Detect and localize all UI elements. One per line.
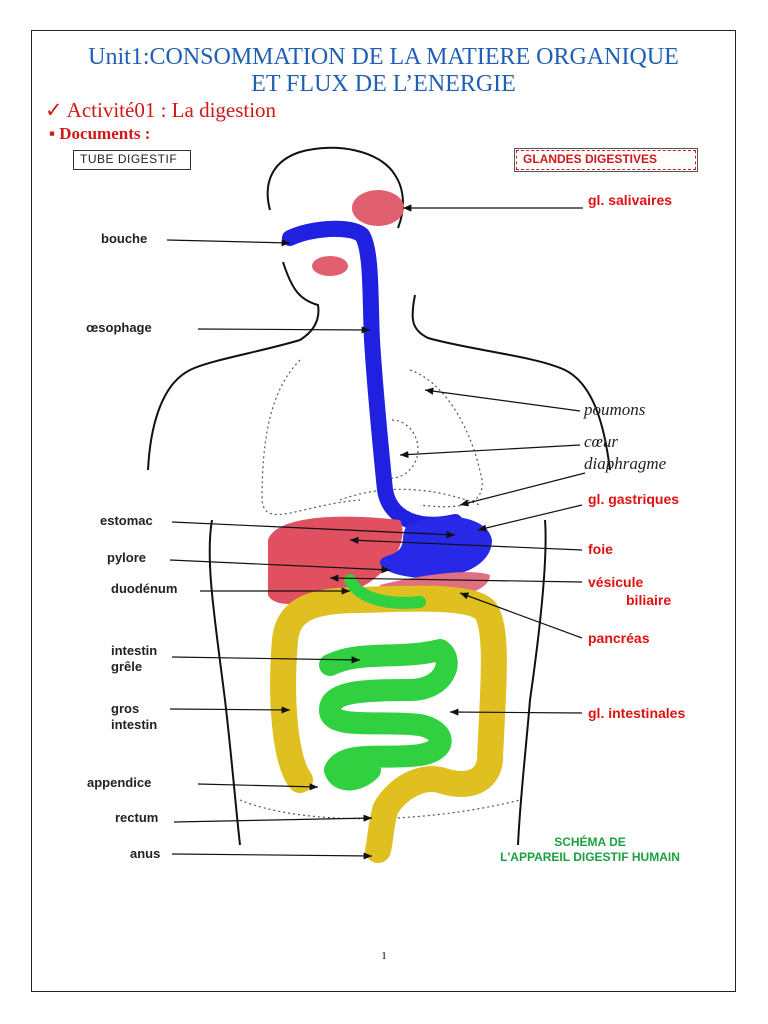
label-gl-intestinales: gl. intestinales xyxy=(588,705,686,721)
left-pointer-lines xyxy=(166,239,456,860)
activity-heading: ✓ Activité01 : La digestion xyxy=(45,98,277,122)
page-frame xyxy=(31,30,736,992)
body-outline xyxy=(147,146,611,846)
documents-heading: ▪ Documents : xyxy=(49,124,151,143)
label-oesophage: œsophage xyxy=(86,320,152,335)
label-intestin-grele-1: intestin xyxy=(111,643,158,658)
label-estomac: estomac xyxy=(100,513,153,528)
label-appendice: appendice xyxy=(87,775,152,790)
label-gros-intestin-2: intestin xyxy=(111,717,158,732)
unit-title-line2: ET FLUX DE L’ENERGIE xyxy=(251,71,516,97)
esophagus-shape xyxy=(282,220,463,533)
label-coeur: cœur xyxy=(584,432,618,451)
right-pointer-lines xyxy=(329,204,586,716)
label-duodenum: duodénum xyxy=(111,581,178,596)
label-gl-gastriques: gl. gastriques xyxy=(588,491,680,507)
label-anus: anus xyxy=(130,846,161,861)
label-gros-intestin-1: gros xyxy=(111,701,140,716)
page-number: 1 xyxy=(381,950,387,962)
glandes-digestives-label: GLANDES DIGESTIVES xyxy=(514,148,698,172)
label-pancreas: pancréas xyxy=(588,630,650,646)
schema-caption-line2: L'APPAREIL DIGESTIF HUMAIN xyxy=(500,850,680,864)
label-gl-salivaires: gl. salivaires xyxy=(588,192,673,208)
label-vesicule-1: vésicule xyxy=(588,574,644,590)
label-intestin-grele-2: grêle xyxy=(111,659,143,674)
thorax-outline xyxy=(239,359,521,820)
label-diaphragme: diaphragme xyxy=(584,454,667,473)
schema-caption-line1: SCHÉMA DE xyxy=(554,835,626,849)
liver-shape xyxy=(268,516,403,605)
tube-digestif-label: TUBE DIGESTIF xyxy=(73,150,191,170)
unit-title-line1: Unit1:CONSOMMATION DE LA MATIERE ORGANIQ… xyxy=(88,44,679,70)
label-foie: foie xyxy=(588,541,613,557)
label-vesicule-2: biliaire xyxy=(626,592,672,608)
label-pylore: pylore xyxy=(107,550,147,565)
schema-caption: SCHÉMA DE L'APPAREIL DIGESTIF HUMAIN xyxy=(470,835,710,865)
small-intestine-shape xyxy=(319,639,458,791)
label-rectum: rectum xyxy=(115,810,159,825)
stomach-shape xyxy=(380,516,492,579)
salivary-gland-shape xyxy=(352,190,404,226)
label-poumons: poumons xyxy=(584,400,646,419)
label-bouche: bouche xyxy=(101,231,148,246)
large-intestine-shape xyxy=(270,585,507,863)
